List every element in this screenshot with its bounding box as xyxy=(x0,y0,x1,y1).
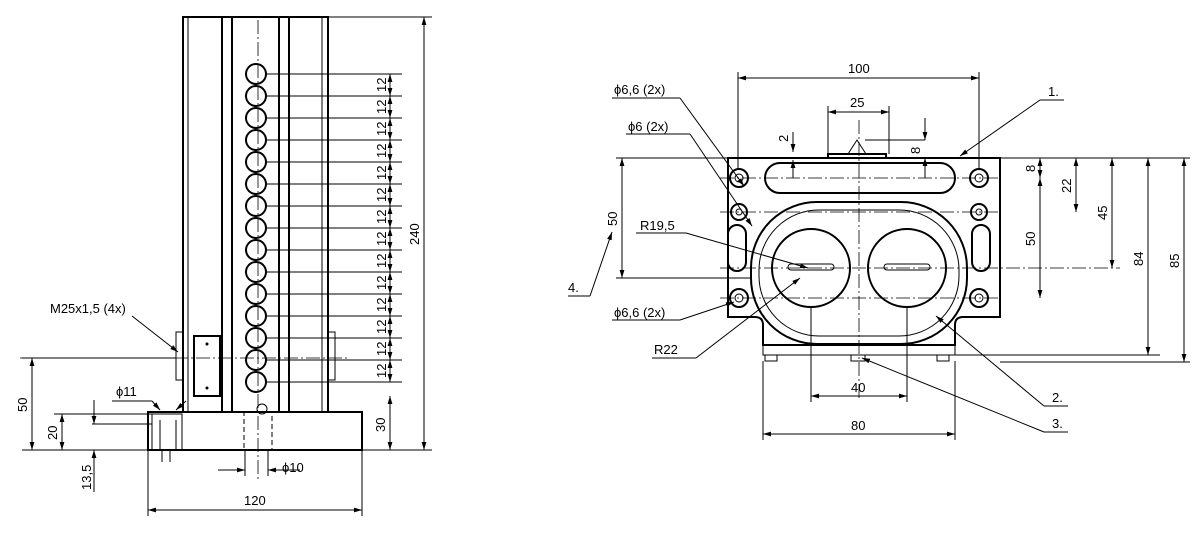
right-plate-outline xyxy=(727,157,1001,346)
dim-50-left: 50 xyxy=(15,398,30,412)
pitch-label: 12 xyxy=(374,144,389,158)
stack-circle xyxy=(245,107,267,129)
right-plan-view: 100 25 2 8 ϕ6,6 (2x) ϕ6 (2x) R19,5 50 xyxy=(568,61,1190,440)
pitch-label: 12 xyxy=(374,320,389,334)
label-thread: M25x1,5 (4x) xyxy=(50,301,126,316)
dim-100: 100 xyxy=(848,61,870,76)
stacked-circles xyxy=(245,63,267,393)
pitch-label: 12 xyxy=(374,166,389,180)
stack-circle xyxy=(245,195,267,217)
left-elevation-view: 12 12 12 12 12 12 12 12 12 12 12 12 12 12 240 30 50 2… xyxy=(15,16,432,516)
label-dia6-6-top: ϕ6,6 (2x) xyxy=(614,82,665,97)
dim-50-right: 50 xyxy=(1023,232,1038,246)
pitch-label: 12 xyxy=(374,298,389,312)
dim-20: 20 xyxy=(45,426,60,440)
dim-8-right: 8 xyxy=(1023,165,1038,172)
label-dia10: ϕ10 xyxy=(282,460,304,475)
dim-80: 80 xyxy=(851,418,865,433)
pitch-label: 12 xyxy=(374,188,389,202)
label-dia6: ϕ6 (2x) xyxy=(628,119,669,134)
stack-circle xyxy=(245,349,267,371)
pitch-label: 12 xyxy=(374,276,389,290)
pitch-label: 12 xyxy=(374,122,389,136)
left-base-outline xyxy=(147,411,363,451)
stack-circle xyxy=(245,327,267,349)
dim-85: 85 xyxy=(1167,254,1182,268)
dim-120: 120 xyxy=(244,493,266,508)
dim-40: 40 xyxy=(851,380,865,395)
pitch-label: 12 xyxy=(374,254,389,268)
pitch-label: 12 xyxy=(374,78,389,92)
dim-50-left: 50 xyxy=(605,212,620,226)
stack-circle xyxy=(245,63,267,85)
label-r19-5: R19,5 xyxy=(640,218,675,233)
dim-25: 25 xyxy=(850,95,864,110)
label-r22: R22 xyxy=(654,342,678,357)
stack-circle xyxy=(245,217,267,239)
stack-circle xyxy=(245,261,267,283)
stack-circle xyxy=(245,151,267,173)
dim-22: 22 xyxy=(1059,179,1074,193)
dim-2: 2 xyxy=(776,135,791,142)
callout-4: 4. xyxy=(568,280,579,295)
stack-circle xyxy=(245,129,267,151)
dim-8-top: 8 xyxy=(908,147,923,154)
callout-2: 2. xyxy=(1052,390,1063,405)
stack-circle xyxy=(245,305,267,327)
stack-circle xyxy=(245,283,267,305)
callout-3: 3. xyxy=(1052,416,1063,431)
dim-30: 30 xyxy=(373,418,388,432)
callout-1: 1. xyxy=(1048,84,1059,99)
pitch-dimensions: 12 12 12 12 12 12 12 12 12 12 12 12 12 12 xyxy=(266,73,402,383)
pitch-label: 12 xyxy=(374,342,389,356)
pitch-label: 12 xyxy=(374,232,389,246)
dim-13-5: 13,5 xyxy=(79,465,94,490)
label-dia11: ϕ11 xyxy=(116,384,137,399)
left-body-outline xyxy=(182,16,329,413)
dim-45: 45 xyxy=(1095,206,1110,220)
stack-circle xyxy=(245,85,267,107)
stack-circle xyxy=(245,173,267,195)
pitch-label: 12 xyxy=(374,364,389,378)
connector-plate xyxy=(193,335,221,397)
stack-circle xyxy=(245,239,267,261)
pitch-label: 12 xyxy=(374,100,389,114)
dim-240: 240 xyxy=(407,223,422,245)
label-dia6-6-bottom: ϕ6,6 (2x) xyxy=(614,305,665,320)
dim-84: 84 xyxy=(1131,252,1146,266)
stack-circle xyxy=(245,371,267,393)
pitch-label: 12 xyxy=(374,210,389,224)
